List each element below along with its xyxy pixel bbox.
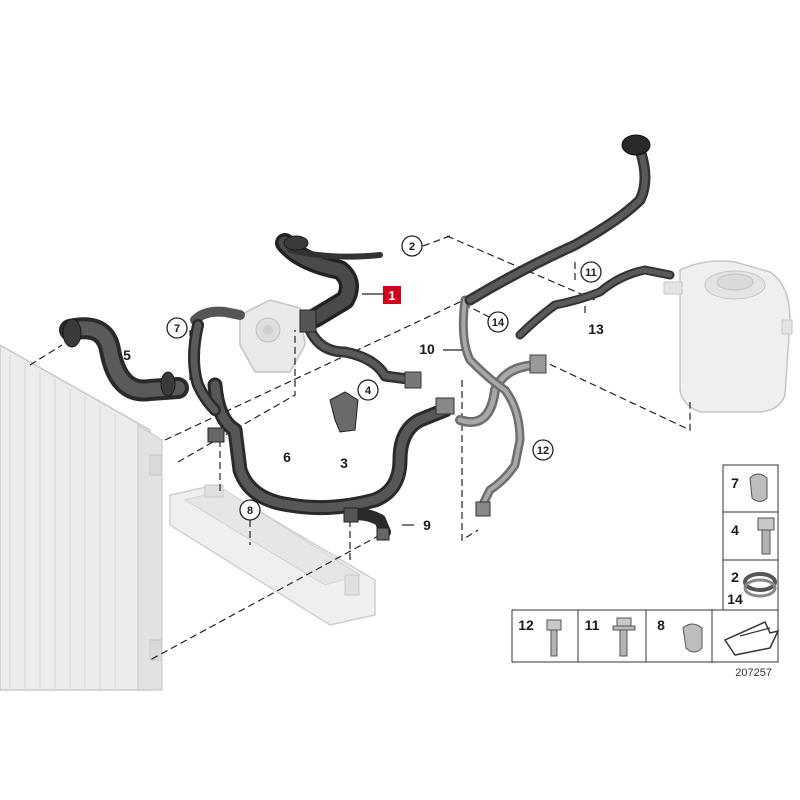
hose-clip-icon: [749, 473, 768, 502]
hex-bolt-icon: [757, 517, 775, 555]
label-1: 1: [388, 288, 395, 303]
legend-num-14: 14: [727, 591, 743, 607]
svg-text:8: 8: [247, 505, 253, 517]
labels: 1 5 3 6 9 10 13: [123, 286, 604, 533]
collar-bolt-icon: [612, 617, 636, 657]
legend-num-11: 11: [585, 617, 600, 633]
hex-bolt-icon: [546, 619, 562, 657]
label-5: 5: [123, 347, 131, 363]
legend-num-4: 4: [731, 522, 739, 538]
reference-number: 207257: [735, 667, 772, 679]
callout-7: 7: [166, 317, 188, 339]
legend-num-12: 12: [518, 617, 534, 633]
expansion-tank: [663, 260, 793, 413]
label-10: 10: [419, 341, 435, 357]
radiator: [0, 344, 163, 691]
bracket-3: [329, 391, 359, 433]
callout-14: 14: [487, 311, 509, 333]
highlight-label-1: [383, 286, 401, 304]
callout-11: 11: [580, 261, 602, 283]
legend-num-8: 8: [657, 617, 665, 633]
hose-clamp-icon: [743, 572, 777, 598]
svg-text:7: 7: [174, 323, 180, 335]
legend-num-2: 2: [731, 569, 739, 585]
label-9: 9: [423, 517, 431, 533]
svg-text:4: 4: [365, 385, 372, 397]
svg-text:12: 12: [537, 445, 549, 457]
label-6: 6: [283, 449, 291, 465]
callout-2: 2: [401, 235, 423, 257]
callouts: 2 7 4 8 11 14 12: [166, 235, 602, 521]
connectors: [207, 309, 547, 541]
svg-text:2: 2: [409, 241, 415, 253]
label-13: 13: [588, 321, 604, 337]
hoses: [59, 134, 675, 538]
arrow-icon: [723, 621, 780, 656]
svg-text:14: 14: [492, 317, 505, 329]
label-3: 3: [340, 455, 348, 471]
oil-cooler: [169, 484, 376, 626]
hose-10: [455, 360, 545, 427]
legend-num-7: 7: [731, 475, 739, 491]
callout-12: 12: [532, 439, 554, 461]
svg-text:11: 11: [585, 267, 597, 279]
callout-4: 4: [357, 379, 379, 401]
callout-8: 8: [239, 499, 261, 521]
legend-table: 7 4 2 14 12 11 8: [511, 464, 780, 679]
hose-clip-icon: [682, 623, 703, 653]
water-pump-housing: [239, 299, 306, 373]
